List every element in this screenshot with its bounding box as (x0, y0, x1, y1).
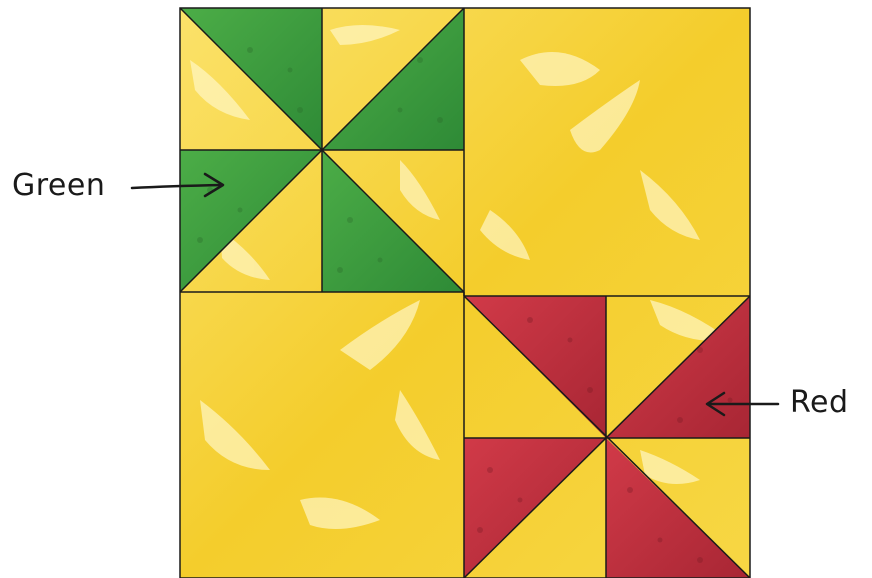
green-label: Green (12, 168, 105, 203)
arrow-right-icon (132, 174, 223, 196)
red-label: Red (790, 385, 849, 420)
